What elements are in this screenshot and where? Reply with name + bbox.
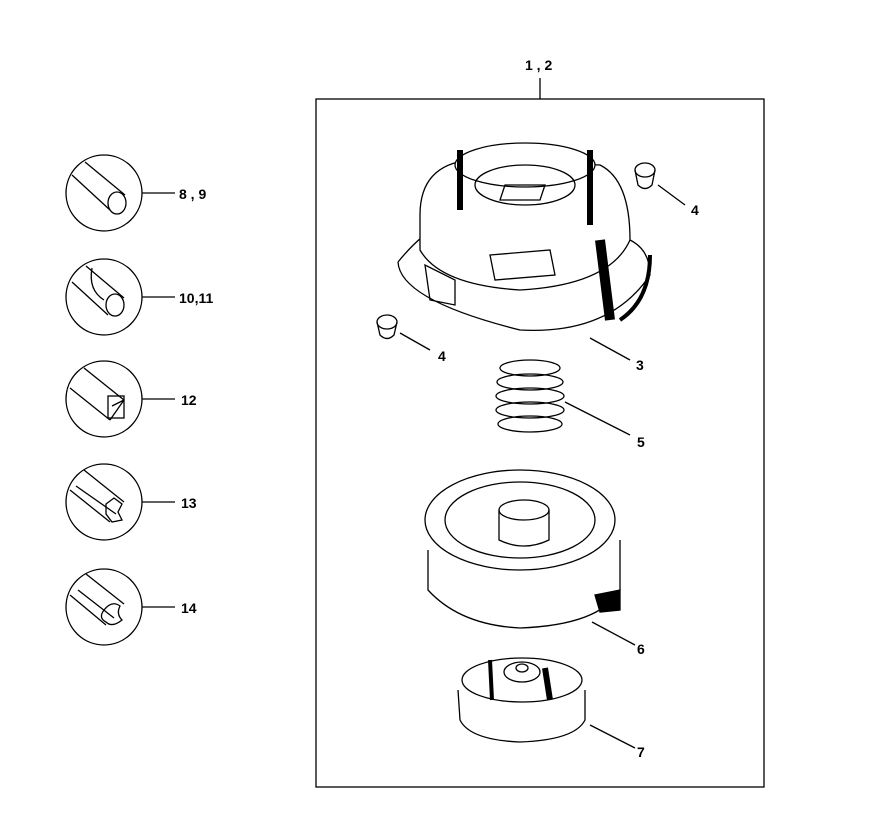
callout-8-9: 8 , 9	[179, 186, 207, 202]
line-twisted-icon	[65, 258, 175, 336]
callout-4-top: 4	[691, 202, 699, 218]
callout-3: 3	[636, 357, 644, 373]
housing-part-3	[397, 142, 652, 332]
callout-14: 14	[181, 600, 197, 616]
callout-10-11: 10,11	[179, 290, 214, 306]
leader-3	[589, 337, 631, 361]
callout-13: 13	[181, 495, 197, 511]
callout-5: 5	[637, 434, 645, 450]
bushing-top-part-4	[634, 162, 686, 206]
callout-7: 7	[637, 744, 645, 760]
callout-4-left: 4	[438, 348, 446, 364]
bushing-left-part-4	[376, 314, 431, 351]
bump-knob-part-7	[457, 657, 636, 749]
line-round-icon	[65, 154, 175, 232]
line-cross-icon	[65, 568, 175, 646]
callout-12: 12	[181, 392, 197, 408]
spring-part-5	[495, 359, 631, 436]
callout-6: 6	[637, 641, 645, 657]
spool-part-6	[424, 469, 636, 646]
callout-1-2: 1 , 2	[525, 57, 553, 73]
line-star-icon	[65, 463, 175, 541]
line-square-icon	[65, 360, 175, 438]
